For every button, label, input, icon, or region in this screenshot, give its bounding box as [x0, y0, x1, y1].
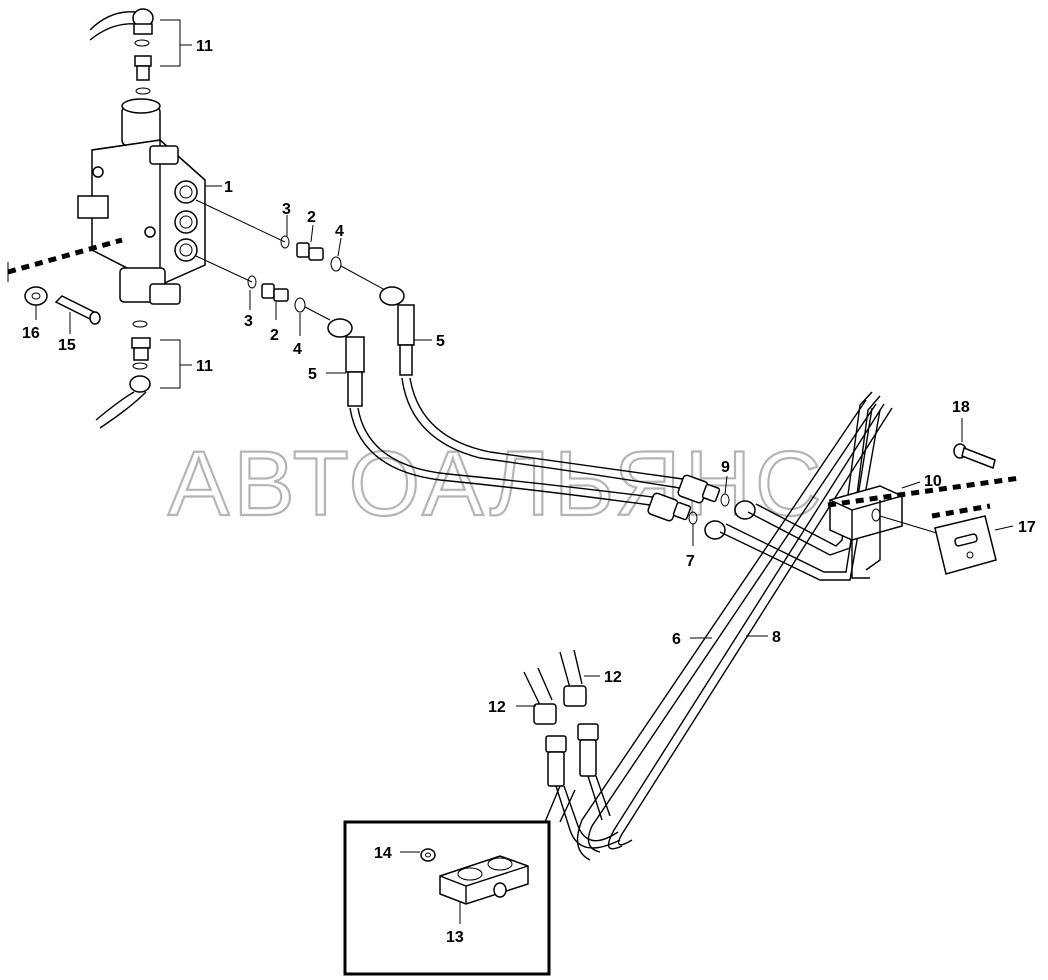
label-part-2-upper: 2 — [307, 209, 316, 226]
label-part-11-bottom: 11 — [196, 358, 213, 375]
leader-9 — [724, 475, 728, 495]
plate-17 — [934, 515, 997, 575]
label-part-10: 10 — [924, 473, 942, 490]
hose-5-right — [379, 286, 691, 489]
label-part-4-lower: 4 — [293, 341, 302, 358]
label-part-4-upper: 4 — [335, 223, 344, 240]
bolt-15 — [54, 295, 101, 325]
label-part-12-right: 12 — [604, 669, 622, 686]
bolt-18 — [953, 443, 996, 470]
washer-14 — [420, 848, 436, 862]
label-part-3-lower: 3 — [244, 313, 253, 330]
label-part-2-lower: 2 — [270, 327, 279, 344]
label-part-13: 13 — [446, 929, 464, 946]
label-part-3-upper: 3 — [282, 201, 291, 218]
label-part-7: 7 — [686, 553, 695, 570]
hose-12-right — [559, 649, 587, 707]
label-part-18: 18 — [952, 399, 970, 416]
control-valve — [77, 98, 206, 305]
mount-line-left — [7, 237, 123, 275]
label-part-14: 14 — [374, 845, 392, 862]
top-hose-assembly — [89, 8, 154, 95]
label-part-5-left: 5 — [308, 366, 317, 383]
axis-upper — [195, 199, 286, 243]
inset-pointer-left — [544, 785, 561, 823]
label-part-5-right: 5 — [436, 333, 445, 350]
label-part-17: 17 — [1018, 519, 1036, 536]
oring-4-upper — [330, 256, 342, 272]
fitting-right-lower — [647, 492, 726, 540]
label-part-1: 1 — [224, 179, 233, 196]
leader-2-upper — [310, 224, 314, 243]
label-part-6: 6 — [672, 631, 681, 648]
label-part-9: 9 — [721, 459, 730, 476]
fitting-right-upper — [677, 474, 756, 520]
hose-5-left — [327, 318, 661, 506]
tube-end-fittings — [545, 723, 621, 849]
bracket-11-bottom — [160, 339, 181, 389]
axis-lower — [195, 255, 253, 283]
leader-10 — [901, 481, 921, 489]
label-part-15: 15 — [58, 337, 76, 354]
oring-3-lower — [247, 275, 257, 289]
oring-4-lower — [294, 297, 306, 313]
clamp-block-10 — [829, 485, 903, 579]
clamp-13 — [439, 855, 529, 905]
mount-line-right-lower — [931, 503, 991, 519]
mount-line-right-upper — [827, 475, 1021, 508]
washer-16 — [24, 286, 48, 306]
bracket-11-top — [160, 19, 181, 67]
leader-4-upper — [337, 237, 342, 257]
watermark-text: АВТОАЛЬЯНС — [168, 433, 826, 535]
bottom-hose-assembly — [95, 320, 151, 429]
inset-detail-box — [343, 820, 551, 976]
axis-lower-2 — [304, 306, 331, 321]
adapter-2-upper — [296, 242, 324, 261]
axis-upper-2 — [340, 265, 386, 291]
label-part-12-left: 12 — [488, 699, 506, 716]
oring-3-upper — [280, 235, 290, 249]
label-part-11-top: 11 — [196, 38, 213, 55]
hose-12-left — [523, 667, 557, 725]
inset-pointer-right — [559, 789, 576, 823]
label-part-16: 16 — [22, 325, 40, 342]
label-part-8: 8 — [772, 629, 781, 646]
leader-17 — [994, 525, 1014, 531]
adapter-2-lower — [261, 283, 289, 302]
